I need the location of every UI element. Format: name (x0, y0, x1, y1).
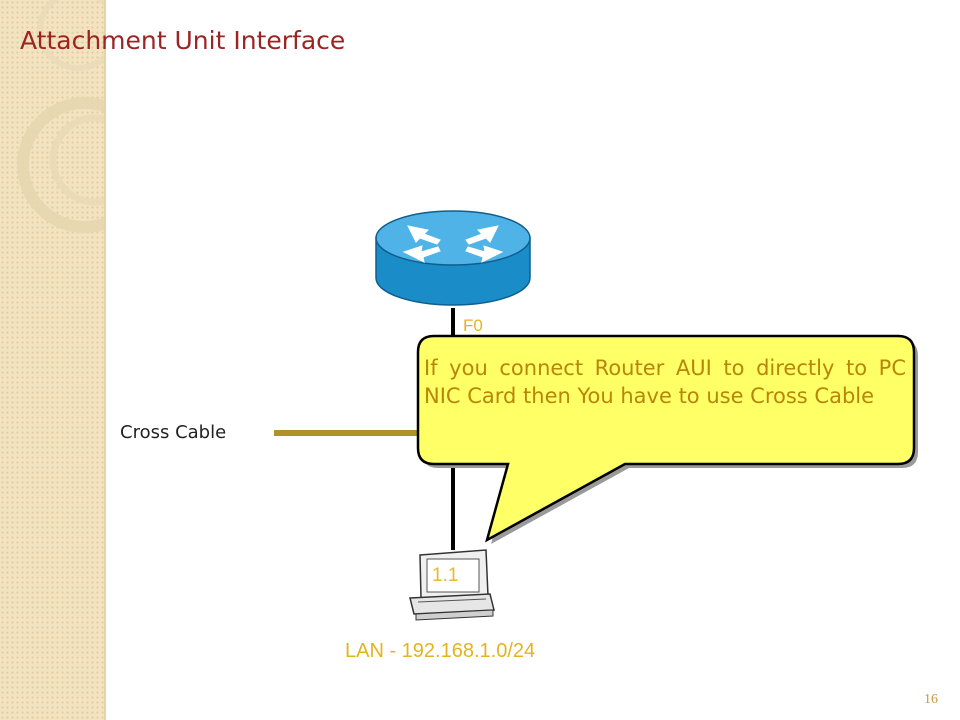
pc-icon (409, 549, 495, 621)
slide-title: Attachment Unit Interface (20, 26, 346, 55)
callout-bubble (416, 334, 916, 543)
pc-screen-label: 1.1 (432, 565, 459, 586)
router-icon (375, 210, 531, 306)
network-label: LAN - 192.168.1.0/24 (345, 640, 536, 662)
decorative-rings (17, 0, 104, 233)
page-number: 16 (924, 692, 938, 707)
decorative-side-strip (0, 0, 106, 720)
cable-label: Cross Cable (120, 422, 227, 443)
callout-text: If you connect Router AUI to directly to… (424, 356, 906, 408)
router-port-label: F0 (463, 316, 483, 335)
